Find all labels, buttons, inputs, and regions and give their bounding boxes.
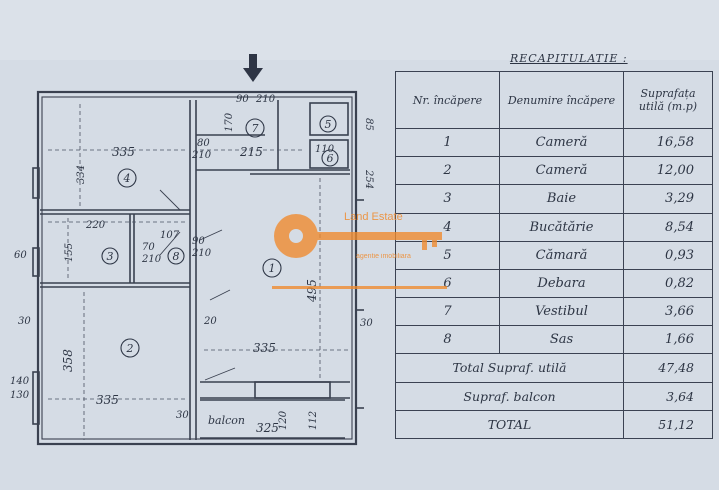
dim-90-door: 90 xyxy=(192,236,205,247)
balcon-label: balcon xyxy=(208,414,245,427)
dim-215: 215 xyxy=(239,145,263,159)
room-6-number: 6 xyxy=(327,152,334,165)
table-header-row: Nr. încăpere Denumire încăpere Suprafața… xyxy=(395,71,713,129)
row-name: Baie xyxy=(499,184,624,214)
watermark-brand: Land Estate xyxy=(344,211,403,223)
total-value: 3,64 xyxy=(623,381,713,411)
total-value: 47,48 xyxy=(623,353,713,383)
dim-107: 107 xyxy=(160,230,180,241)
area-summary-table: Nr. încăpere Denumire încăpere Suprafața… xyxy=(395,71,713,440)
dim-120: 120 xyxy=(278,410,289,430)
row-area: 8,54 xyxy=(623,212,713,242)
row-name: Vestibul xyxy=(499,297,624,327)
dim-210-top: 210 xyxy=(255,94,276,105)
dimension-labels: 335 215 335 335 325 220 358 495 155 334 … xyxy=(10,94,374,435)
room-4-number: 4 xyxy=(123,172,131,185)
dim-335-room2: 335 xyxy=(96,393,119,407)
room-2-number: 2 xyxy=(126,342,134,355)
recap-title: RECAPITULATIE : xyxy=(510,52,628,65)
dim-30-bottom: 30 xyxy=(176,410,189,421)
dim-210-c: 210 xyxy=(191,248,212,259)
total-label: TOTAL xyxy=(395,409,624,440)
header-area: Suprafața utilă (m.p) xyxy=(623,71,713,129)
row-nr: 8 xyxy=(395,325,500,355)
row-area: 3,29 xyxy=(623,184,713,214)
dim-325-balcon: 325 xyxy=(256,421,279,435)
row-area: 12,00 xyxy=(623,156,713,186)
plan-walls xyxy=(32,90,364,446)
dim-170: 170 xyxy=(224,112,235,132)
row-name: Debara xyxy=(499,268,624,299)
dim-210-b: 210 xyxy=(141,254,162,265)
dim-335-kitchen: 335 xyxy=(112,145,135,159)
dim-60: 60 xyxy=(14,250,27,261)
dim-20: 20 xyxy=(203,316,217,327)
door-arcs xyxy=(159,189,236,381)
row-name: Cameră xyxy=(499,156,624,186)
dim-495: 495 xyxy=(305,279,319,303)
dim-30-left: 30 xyxy=(18,316,31,327)
dim-155: 155 xyxy=(64,243,75,262)
dim-358: 358 xyxy=(61,349,75,372)
row-nr: 1 xyxy=(395,127,500,158)
dim-70: 70 xyxy=(142,242,155,253)
room-1-number: 1 xyxy=(269,262,276,275)
dim-30-right: 30 xyxy=(360,318,373,329)
dim-112: 112 xyxy=(308,411,319,430)
header-nr: Nr. încăpere xyxy=(395,71,500,129)
row-name: Cămară xyxy=(499,240,624,270)
room-5-number: 5 xyxy=(325,118,332,131)
room-markers xyxy=(101,115,339,358)
dim-254: 254 xyxy=(363,169,374,189)
room-number-labels: 1 2 3 4 5 6 7 8 xyxy=(107,118,334,355)
dim-140: 140 xyxy=(10,376,30,387)
row-nr: 2 xyxy=(395,156,500,186)
key-icon xyxy=(272,214,447,289)
room-7-number: 7 xyxy=(252,122,259,135)
header-name: Denumire încăpere xyxy=(499,71,624,129)
row-name: Cameră xyxy=(499,127,624,158)
row-area: 0,82 xyxy=(623,268,713,299)
watermark-tagline: agentie imobiliara xyxy=(356,253,411,260)
dim-80: 80 xyxy=(197,138,210,149)
dim-130: 130 xyxy=(10,390,30,401)
dim-90-top: 90 xyxy=(236,94,249,105)
dim-85: 85 xyxy=(363,118,374,131)
room-3-number: 3 xyxy=(107,250,114,263)
row-nr: 7 xyxy=(395,297,500,327)
dimension-lines xyxy=(48,104,348,440)
dim-110: 110 xyxy=(315,144,335,155)
dim-220: 220 xyxy=(85,220,106,231)
row-area: 0,93 xyxy=(623,240,713,270)
row-area: 16,58 xyxy=(623,127,713,158)
entrance-arrow-icon xyxy=(243,54,263,82)
row-area: 3,66 xyxy=(623,297,713,327)
dim-334: 334 xyxy=(76,165,87,184)
row-name: Sas xyxy=(499,325,624,355)
dim-210-a: 210 xyxy=(191,150,212,161)
total-label: Supraf. balcon xyxy=(395,381,624,411)
dim-335-room1: 335 xyxy=(253,341,276,355)
total-value: 51,12 xyxy=(623,409,713,440)
watermark-logo: Land Estate agentie imobiliara xyxy=(272,211,447,289)
row-name: Bucătărie xyxy=(499,212,624,242)
total-label: Total Supraf. utilă xyxy=(395,353,624,383)
room-8-number: 8 xyxy=(173,250,180,263)
row-area: 1,66 xyxy=(623,325,713,355)
